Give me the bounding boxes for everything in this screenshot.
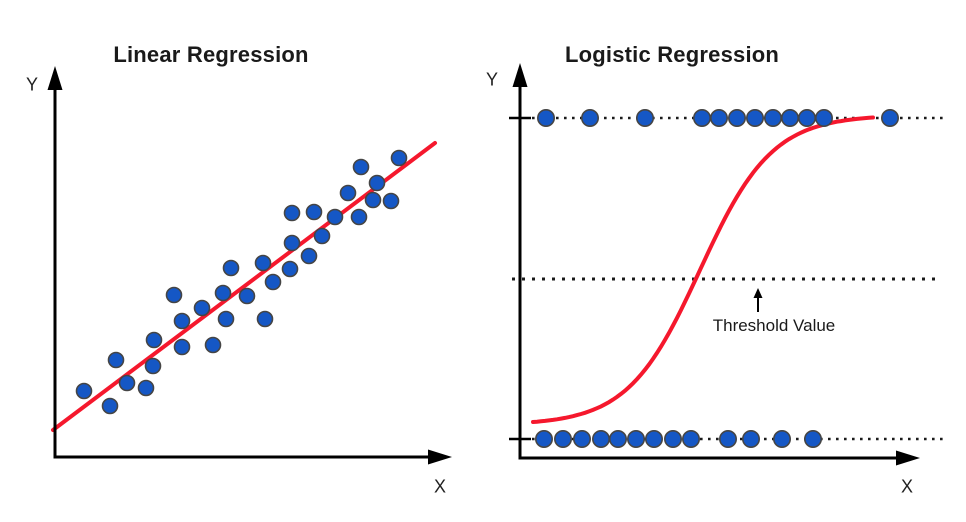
scatter-dot	[364, 191, 382, 209]
scatter-dot	[350, 208, 368, 226]
scatter-dot	[173, 338, 191, 356]
logistic-x-axis-label: X	[900, 476, 914, 497]
scatter-dot	[390, 149, 408, 167]
x-axis-arrowhead	[896, 450, 920, 466]
scatter-dot	[534, 429, 553, 448]
scatter-dot	[214, 284, 232, 302]
scatter-dot	[75, 382, 93, 400]
scatter-dot	[553, 429, 572, 448]
scatter-dot	[222, 259, 240, 277]
scatter-dot	[165, 286, 183, 304]
regression-line	[51, 141, 437, 432]
scatter-dot	[217, 310, 235, 328]
scatter-dot	[305, 203, 323, 221]
scatter-dot	[145, 331, 163, 349]
scatter-dot	[283, 204, 301, 222]
scatter-dot	[580, 109, 599, 128]
scatter-dot	[814, 109, 833, 128]
scatter-dot	[880, 109, 899, 128]
logistic-regression-title: Logistic Regression	[564, 42, 780, 67]
scatter-dot	[313, 227, 331, 245]
scatter-dot	[803, 429, 822, 448]
linear-regression-title: Linear Regression	[113, 42, 309, 67]
scatter-dot	[326, 208, 344, 226]
scatter-dot	[681, 429, 700, 448]
scatter-dot	[626, 429, 645, 448]
y-axis-arrowhead	[47, 66, 63, 90]
scatter-dot	[797, 109, 816, 128]
scatter-dot	[281, 260, 299, 278]
scatter-dot	[692, 109, 711, 128]
scatter-dot	[572, 429, 591, 448]
scatter-dot	[382, 192, 400, 210]
x-axis-arrowhead	[428, 449, 452, 465]
scatter-dot	[173, 312, 191, 330]
scatter-dot	[254, 254, 272, 272]
scatter-dot	[339, 184, 357, 202]
scatter-dot	[772, 429, 791, 448]
scatter-dot	[144, 357, 162, 375]
scatter-dot	[107, 351, 125, 369]
y-axis-arrowhead	[512, 63, 528, 87]
scatter-dot	[709, 109, 728, 128]
scatter-dot	[101, 397, 119, 415]
sigmoid-curve	[531, 115, 875, 424]
scatter-dot	[608, 429, 627, 448]
logistic-y-axis-label: Y	[485, 69, 499, 90]
scatter-dot	[264, 273, 282, 291]
linear-y-axis-label: Y	[25, 74, 39, 95]
linear-x-axis-label: X	[433, 476, 447, 497]
scatter-dot	[644, 429, 663, 448]
scatter-dot	[137, 379, 155, 397]
scatter-dot	[193, 299, 211, 317]
scatter-dot	[368, 174, 386, 192]
scatter-dot	[238, 287, 256, 305]
scatter-dot	[352, 158, 370, 176]
scatter-dot	[780, 109, 799, 128]
scatter-dot	[283, 234, 301, 252]
scatter-dot	[745, 109, 764, 128]
scatter-dot	[741, 429, 760, 448]
scatter-dot	[718, 429, 737, 448]
scatter-dot	[763, 109, 782, 128]
threshold-arrow-head	[753, 288, 763, 298]
scatter-dot	[727, 109, 746, 128]
scatter-dot	[118, 374, 136, 392]
scatter-dot	[300, 247, 318, 265]
scatter-dot	[635, 109, 654, 128]
scatter-dot	[663, 429, 682, 448]
scatter-dot	[204, 336, 222, 354]
scatter-dot	[591, 429, 610, 448]
scatter-dot	[256, 310, 274, 328]
threshold-value-label: Threshold Value	[712, 316, 836, 335]
scatter-dot	[536, 109, 555, 128]
